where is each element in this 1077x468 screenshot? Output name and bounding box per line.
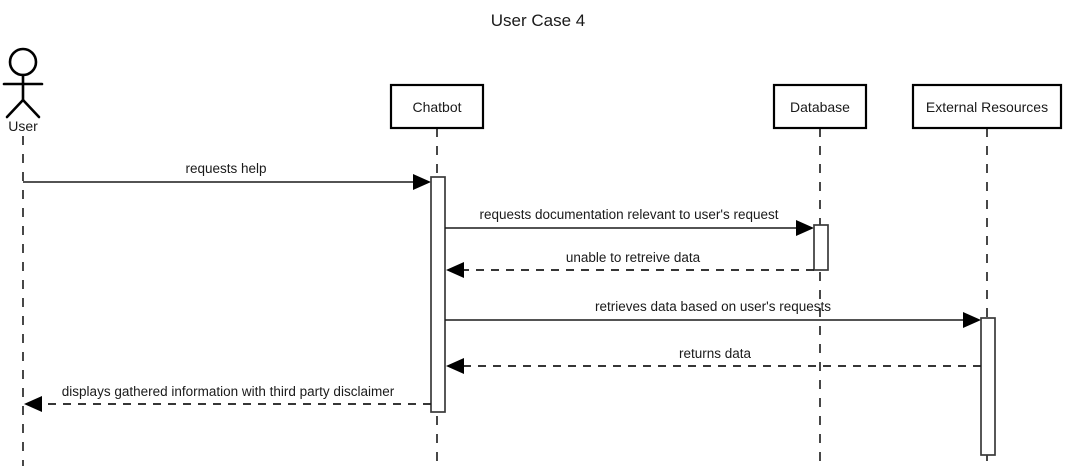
message-arrowhead-4 — [963, 312, 981, 328]
message-returns-data: returns data — [446, 346, 981, 374]
participant-database[interactable]: Database — [772, 83, 868, 130]
activation-bar-database — [813, 224, 829, 271]
message-label-1: requests help — [185, 161, 266, 176]
message-requests-help: requests help — [23, 161, 431, 190]
message-arrowhead-1 — [413, 174, 431, 190]
actor-head-icon — [8, 47, 38, 77]
message-arrowhead-2 — [796, 220, 814, 236]
message-label-6: displays gathered information with third… — [62, 384, 395, 399]
participant-box-chatbot — [389, 83, 485, 130]
participant-chatbot[interactable]: Chatbot — [389, 83, 485, 130]
message-unable-to-retrieve-data: unable to retreive data — [446, 250, 814, 278]
participant-label-database: Database — [790, 99, 850, 115]
message-label-3: unable to retreive data — [566, 250, 701, 265]
message-arrowhead-6 — [24, 396, 42, 412]
message-label-4: retrieves data based on user's requests — [595, 299, 831, 314]
message-retrieves-data: retrieves data based on user's requests — [445, 299, 981, 328]
message-requests-documentation: requests documentation relevant to user'… — [445, 207, 814, 236]
participant-external-resources[interactable]: External Resources — [911, 83, 1063, 130]
actor-user[interactable]: User — [2, 47, 44, 134]
page-title: User Case 4 — [491, 11, 585, 30]
actor-label-user: User — [8, 118, 38, 134]
message-arrowhead-5 — [446, 358, 464, 374]
participant-label-chatbot: Chatbot — [412, 99, 461, 115]
message-label-5: returns data — [679, 346, 752, 361]
actor-left-leg-icon — [5, 98, 25, 119]
actor-right-leg-icon — [21, 98, 41, 119]
activation-bar-external-resources — [980, 317, 996, 456]
participant-box-external-resources — [911, 83, 1063, 130]
message-label-2: requests documentation relevant to user'… — [480, 207, 779, 222]
message-displays-gathered-information: displays gathered information with third… — [24, 384, 431, 412]
participant-label-external-resources: External Resources — [926, 99, 1048, 115]
participant-box-database — [772, 83, 868, 130]
activation-bar-chatbot — [430, 176, 446, 413]
message-arrowhead-3 — [446, 262, 464, 278]
